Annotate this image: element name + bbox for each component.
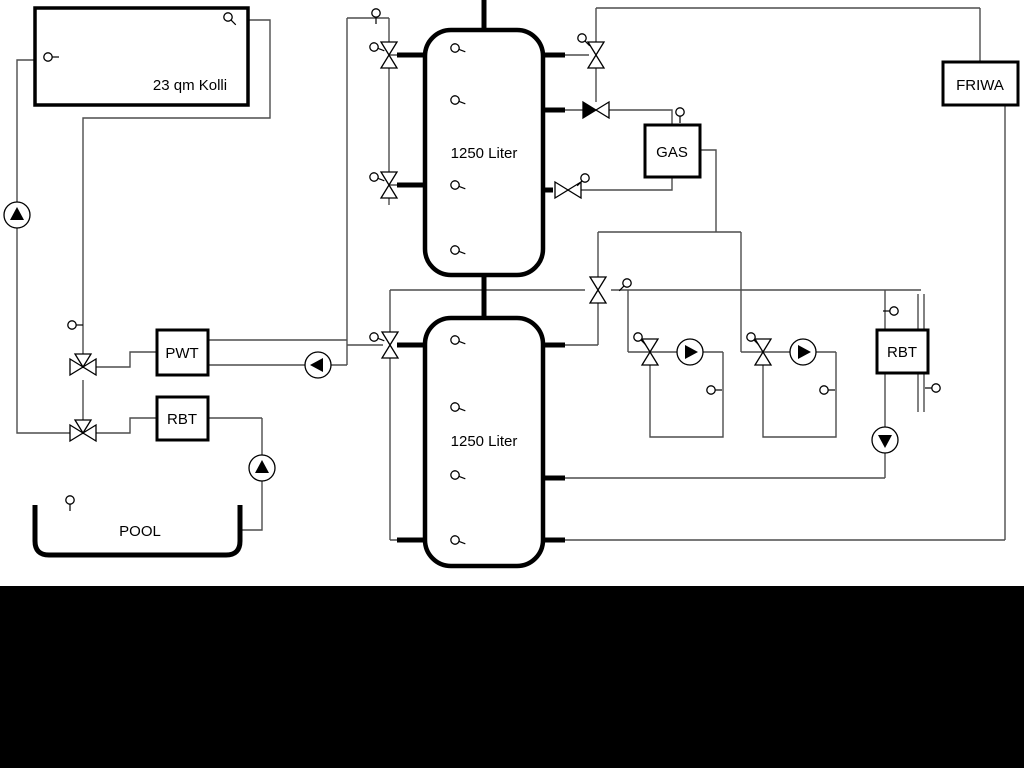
sensor-icon-circuit2-return (819, 385, 836, 395)
pump-icon-pwt (304, 351, 332, 379)
gas-boiler (643, 123, 702, 179)
valve-icon-gas-return (554, 181, 582, 199)
valve-icon-solar-pool (69, 419, 97, 442)
pipes-thick (397, 0, 565, 543)
valves (69, 41, 772, 442)
pool-basin (32, 505, 243, 558)
pipe-heating-circuits (389, 231, 925, 541)
pump-icon-heating-circuit-1 (676, 338, 704, 366)
labels: 23 qm Kolli 1250 Liter 1250 Liter GAS FR… (119, 77, 1004, 540)
tank-bottom-label: 1250 Liter (451, 433, 518, 450)
pump-icon-pool (248, 454, 276, 482)
gas-label: GAS (656, 144, 688, 161)
rbt-right-label: RBT (887, 344, 917, 361)
sensor-icon-circuit1-return (706, 385, 723, 395)
tank-connections (397, 0, 565, 543)
pump-icon-solar (3, 201, 31, 229)
sensor-icon-separator (924, 383, 941, 393)
sensor-icon-solar-supply (371, 8, 381, 25)
bottom-black-band (0, 586, 1024, 768)
valve-icon-distribution (589, 276, 607, 304)
sensor-icon-pool (65, 495, 75, 512)
pipe-tank-gas-friwa-circuit (555, 7, 1006, 541)
valve-icon-solar-pwt (69, 353, 97, 376)
collector-label: 23 qm Kolli (153, 77, 227, 94)
sensor-icon-solar-return (67, 320, 84, 330)
rbt-left (155, 395, 210, 442)
valve-icon-tank1-top-right (587, 41, 605, 69)
sensor-icon-distribution-valve (615, 276, 634, 295)
valve-icon-gas-supply (582, 100, 610, 120)
valve-icon-tank2-top-left (381, 331, 399, 359)
components (32, 6, 1020, 569)
pump-icon-heating-circuit-2 (789, 338, 817, 366)
solar-collector (33, 6, 250, 107)
pwt-heat-exchanger (155, 328, 210, 377)
pipe-solar-left-circuit (16, 17, 397, 531)
pwt-label: PWT (165, 345, 198, 362)
tank-top-label: 1250 Liter (451, 145, 518, 162)
rbt-right (875, 328, 930, 375)
sensor-icon-gas-top (675, 107, 685, 124)
pool-label: POOL (119, 523, 161, 540)
pump-icon-rbt-return (871, 426, 899, 454)
friwa-station (941, 60, 1020, 107)
friwa-label: FRIWA (956, 77, 1004, 94)
rbt-left-label: RBT (167, 411, 197, 428)
